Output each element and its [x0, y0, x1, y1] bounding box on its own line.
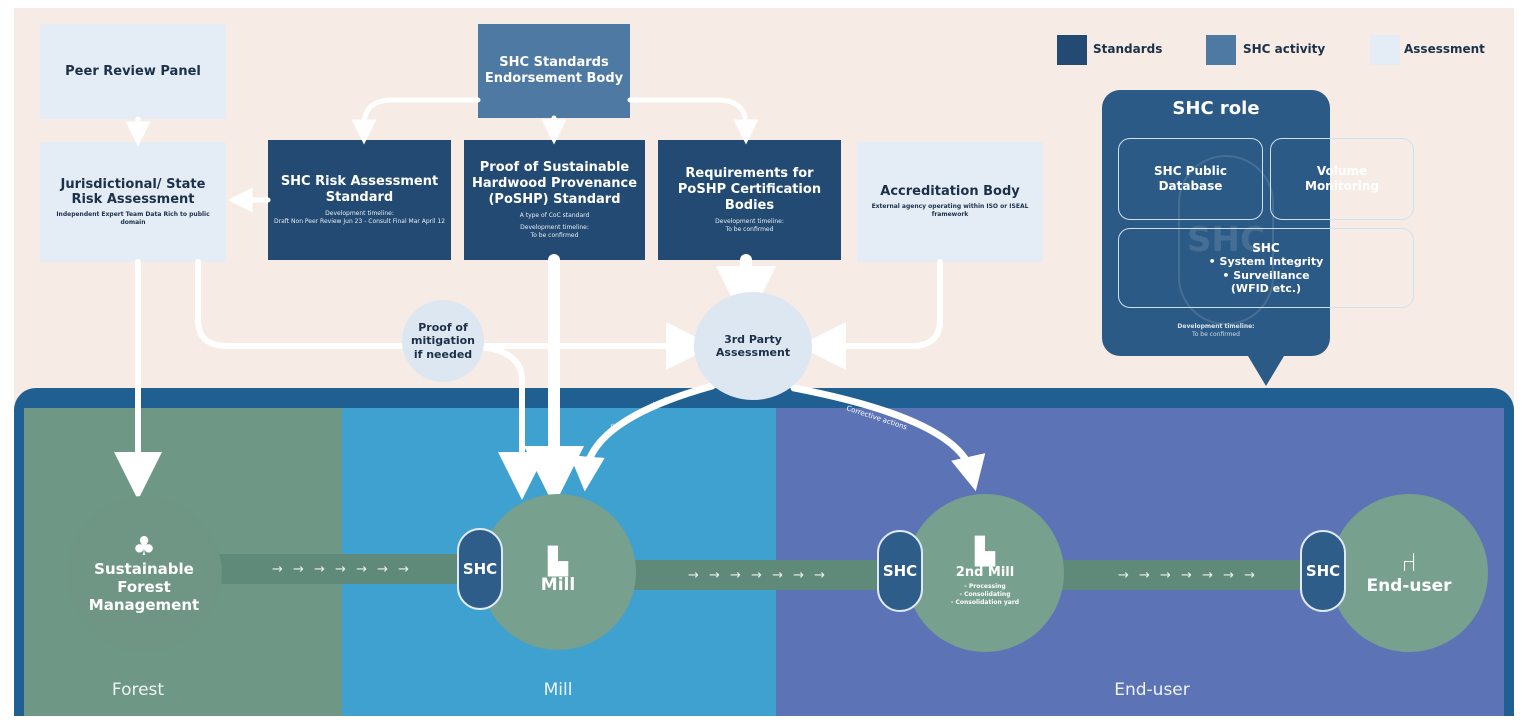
peer-review-panel-box: Peer Review Panel: [40, 24, 226, 119]
second-mill-yard: - Consolidation yard: [950, 599, 1020, 607]
factory-icon: ▙: [548, 547, 568, 577]
mitigation-circle: Proof of mitigation if needed: [402, 300, 484, 382]
endorsement-body-box: SHC Standards Endorsement Body: [478, 24, 630, 118]
role-pointer: [1248, 356, 1284, 386]
chain-arrows-1: → → → → → → →: [271, 561, 413, 577]
wfid-item: (WFID etc.): [1230, 282, 1302, 296]
mill-node-label: Mill: [540, 575, 576, 595]
end-user-node: ⑁ End-user: [1330, 494, 1488, 652]
arrow-corrective-left: [569, 382, 716, 492]
surveillance-item: • Surveillance: [1222, 268, 1310, 282]
poshp-standard-timeline-value: To be confirmed: [530, 231, 579, 239]
mill-node: ▙ Mill: [480, 494, 636, 650]
role-timeline-label: Development timeline:: [1177, 323, 1255, 330]
arrow-corrective-right: [790, 384, 986, 492]
legend-label-activity: SHC activity: [1243, 42, 1326, 56]
third-party-assessment-label: 3rd Party Assessment: [715, 332, 791, 359]
poshp-standard-timeline-label: Development timeline:: [520, 223, 589, 231]
risk-assessment-standard-box: SHC Risk Assessment Standard Development…: [268, 140, 451, 260]
accreditation-body-note: External agency operating within ISO or …: [871, 203, 1029, 219]
system-integrity-title: SHC: [1252, 240, 1280, 255]
legend-swatch-activity: [1206, 35, 1236, 65]
accreditation-body-title: Accreditation Body: [880, 184, 1020, 200]
accreditation-body-box: Accreditation Body External agency opera…: [857, 142, 1043, 262]
volume-monitoring-card: Volume Monitoring: [1270, 138, 1414, 220]
role-timeline: Development timeline: To be confirmed: [1102, 323, 1330, 339]
third-party-assessment-circle: 3rd Party Assessment: [694, 292, 812, 400]
chain-arrows-3: → → → → → → →: [1117, 567, 1259, 583]
mitigation-label: Proof of mitigation if needed: [411, 320, 475, 361]
forest-node-label: Sustainable Forest Management: [88, 560, 200, 614]
shc-role-title: SHC role: [1172, 98, 1260, 119]
arrow-to-third-party: [195, 259, 714, 370]
system-integrity-card: SHC • System Integrity • Surveillance (W…: [1118, 228, 1414, 308]
second-mill-consolidating: - Consolidating: [959, 590, 1011, 598]
shc-badge-end-user: SHC: [1300, 530, 1346, 612]
legend-swatch-assessment: [1370, 35, 1400, 65]
fingerprint-watermark-icon: SHC: [1178, 155, 1274, 325]
poshp-standard-title: Proof of Sustainable Hardwood Provenance…: [471, 160, 638, 207]
forest-zone-label: Forest: [111, 680, 165, 700]
certification-requirements-box: Requirements for PoSHP Certification Bod…: [658, 140, 841, 260]
legend-swatch-standards: [1057, 35, 1087, 65]
chair-icon: ⑁: [1401, 548, 1417, 578]
second-mill-factory-icon: ▙: [975, 536, 995, 567]
arrow-endorsement-to-requirements: [627, 97, 759, 145]
endorsement-body-title: SHC Standards Endorsement Body: [484, 55, 624, 86]
risk-standard-timeline-value: Draft Non Peer Review Jun 23 - Consult F…: [274, 217, 446, 225]
chain-second-mill-to-end-user: → → → → → → →: [1052, 560, 1324, 590]
jurisdictional-assessment-title: Jurisdictional/ State Risk Assessment: [60, 176, 206, 208]
second-mill-node: ▙ 2nd Mill - Processing - Consolidating …: [906, 494, 1064, 652]
poshp-standard-box: Proof of Sustainable Hardwood Provenance…: [464, 140, 645, 260]
mill-zone-label: Mill: [543, 680, 573, 700]
volume-monitoring-label: Volume Monitoring: [1305, 164, 1379, 193]
peer-review-panel-title: Peer Review Panel: [65, 63, 201, 79]
requirements-timeline-label: Development timeline:: [715, 217, 784, 225]
risk-standard-timeline-label: Development timeline:: [325, 209, 394, 217]
tree-icon: ♣: [132, 532, 156, 562]
jurisdictional-assessment-note: Independent Expert Team Data Rich to pub…: [56, 211, 210, 227]
second-mill-processing: - Processing: [964, 582, 1006, 590]
legend-label-assessment: Assessment: [1404, 42, 1485, 56]
public-database-label: SHC Public Database: [1154, 164, 1227, 193]
system-integrity-item: • System Integrity: [1208, 255, 1324, 269]
arrow-endorsement-to-risk: [351, 97, 481, 145]
end-user-node-label: End-user: [1366, 576, 1452, 596]
role-timeline-value: To be confirmed: [1192, 331, 1240, 339]
poshp-standard-type: A type of CoC standard: [519, 211, 590, 219]
legend-label-standards: Standards: [1093, 42, 1163, 56]
requirements-timeline-value: To be confirmed: [725, 225, 774, 233]
forest-node: ♣ Sustainable Forest Management: [66, 496, 222, 652]
risk-assessment-standard-title: SHC Risk Assessment Standard: [280, 174, 439, 205]
public-database-card: SHC Public Database: [1118, 138, 1263, 220]
chain-forest-to-mill: → → → → → → →: [212, 554, 472, 584]
jurisdictional-assessment-box: Jurisdictional/ State Risk Assessment In…: [40, 142, 226, 262]
chain-mill-to-second-mill: → → → → → → →: [630, 560, 886, 590]
certification-requirements-title: Requirements for PoSHP Certification Bod…: [677, 166, 822, 213]
shc-badge-mill: SHC: [457, 528, 503, 610]
shc-badge-second-mill: SHC: [877, 530, 923, 612]
second-mill-label: 2nd Mill: [955, 564, 1015, 580]
end-user-zone-label: End-user: [1114, 680, 1190, 700]
corrective-actions-left-label: Corrective actions: [609, 395, 669, 432]
chain-arrows-2: → → → → → → →: [687, 567, 829, 583]
arrow-accreditation-to-third-party: [798, 259, 943, 370]
